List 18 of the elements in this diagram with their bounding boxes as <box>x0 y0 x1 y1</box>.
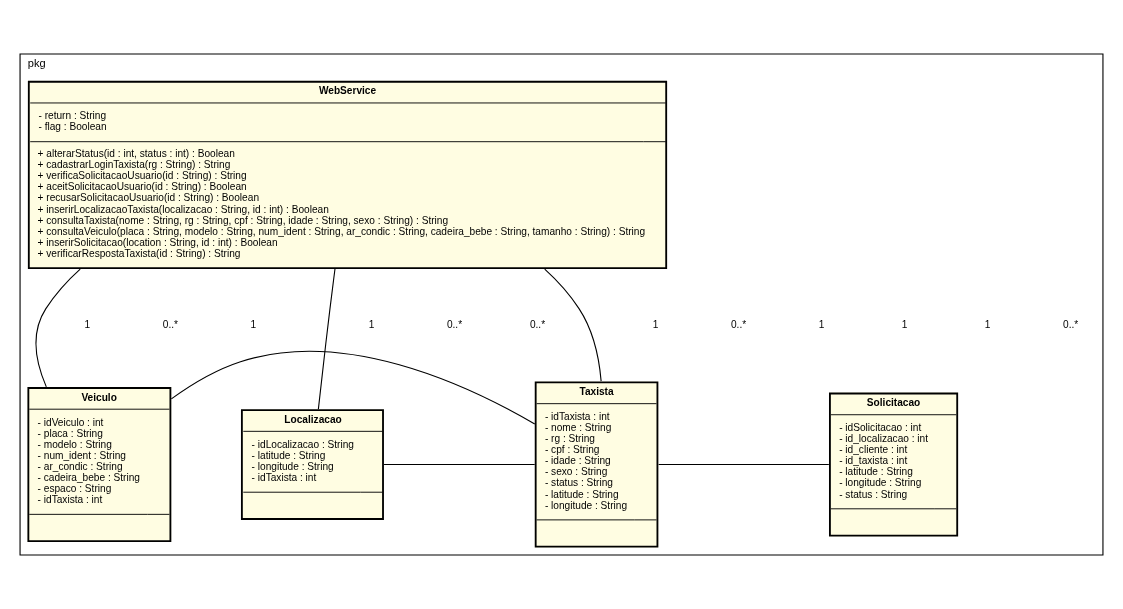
label: 1 <box>368 318 375 330</box>
label: 0..* <box>1063 318 1079 330</box>
connector <box>170 350 536 425</box>
label: 0..* <box>731 318 747 330</box>
label: 0..* <box>162 318 178 330</box>
label: 1 <box>84 318 91 330</box>
label: 1 <box>818 318 825 330</box>
label: 1 <box>984 318 991 330</box>
connector <box>317 268 336 410</box>
connector <box>35 268 81 388</box>
label: 1 <box>901 318 908 330</box>
label: 1 <box>652 318 659 330</box>
label: 0..* <box>446 318 463 330</box>
connector <box>383 464 536 466</box>
label: 1 <box>250 318 257 330</box>
label: 0..* <box>529 318 546 330</box>
connector <box>544 268 602 382</box>
connector <box>658 464 830 466</box>
